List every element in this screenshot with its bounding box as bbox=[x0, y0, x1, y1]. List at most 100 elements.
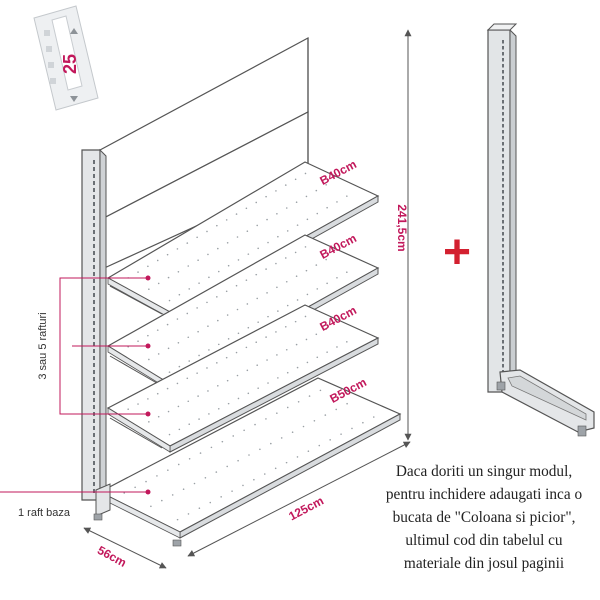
shelf-hole bbox=[167, 347, 170, 350]
shelf-hole bbox=[276, 354, 278, 356]
shelf-hole bbox=[197, 259, 199, 262]
shelf-hole bbox=[307, 450, 310, 453]
column-slot bbox=[502, 100, 504, 104]
upright-slot bbox=[93, 321, 95, 325]
base-shelf-label: 1 raft baza bbox=[18, 507, 71, 519]
shelf-hole bbox=[372, 416, 375, 418]
column-slot bbox=[502, 76, 504, 80]
shelf-hole bbox=[178, 293, 181, 296]
shelf-hole bbox=[304, 246, 307, 248]
shelf-hole bbox=[177, 405, 180, 408]
shelf-hole bbox=[340, 433, 342, 435]
shelf-hole bbox=[286, 406, 289, 409]
shelf-hole bbox=[255, 341, 258, 344]
shelf-hole bbox=[246, 230, 249, 232]
shelf-hole bbox=[266, 292, 268, 294]
shelf-hole bbox=[177, 342, 180, 344]
column-slot bbox=[502, 298, 504, 302]
column-slot bbox=[502, 58, 504, 62]
shelf-hole bbox=[326, 206, 328, 209]
shelf-hole bbox=[296, 224, 299, 226]
column-slot bbox=[502, 316, 504, 320]
shelf-hole bbox=[246, 303, 249, 305]
upright-slot bbox=[93, 181, 95, 185]
shelf-leader-lines bbox=[0, 277, 148, 493]
shelf-hole bbox=[225, 290, 228, 293]
upright-column bbox=[81, 148, 107, 507]
shelf-hole bbox=[285, 348, 288, 351]
shelf-hole bbox=[187, 265, 190, 267]
shelf-hole bbox=[186, 242, 189, 244]
shelf-hole bbox=[197, 395, 199, 397]
column-slot bbox=[502, 88, 504, 92]
shelf-hole bbox=[306, 361, 309, 364]
note-line: materiale din josul paginii bbox=[403, 555, 565, 572]
shelf-hole bbox=[145, 480, 147, 483]
shelf-hole bbox=[188, 457, 191, 460]
shelf-hole bbox=[247, 253, 250, 255]
upright-slot bbox=[93, 363, 95, 367]
upright-slot bbox=[93, 440, 95, 444]
shelf-hole bbox=[315, 189, 318, 192]
shelf-hole bbox=[315, 264, 318, 266]
column-slot bbox=[502, 46, 504, 50]
shelf-hole bbox=[336, 346, 338, 348]
width-label: 125cm bbox=[286, 494, 326, 524]
shelf-hole bbox=[217, 343, 220, 346]
shelf-hole bbox=[296, 299, 299, 301]
note-line: Daca doriti un singur modul, bbox=[395, 463, 573, 480]
shelf-hole bbox=[225, 219, 228, 221]
column-slot bbox=[502, 190, 504, 194]
shelf-hole bbox=[231, 490, 233, 492]
shelf-hole bbox=[148, 358, 150, 361]
shelf-hole bbox=[291, 431, 294, 434]
shelf-hole bbox=[267, 241, 269, 244]
column-slot bbox=[502, 334, 504, 338]
shelf-hole bbox=[245, 207, 248, 210]
shelf-hole bbox=[324, 414, 327, 416]
shelf-hole bbox=[166, 323, 169, 326]
shelf-hole bbox=[204, 477, 207, 479]
shelf-hole bbox=[226, 379, 229, 382]
shelf-count-label: 3 sau 5 rafturi bbox=[37, 312, 49, 379]
shelf-hole bbox=[148, 288, 150, 291]
depth-dimension: 56cm bbox=[83, 527, 167, 570]
shelf-hole bbox=[276, 286, 278, 289]
shelf-hole bbox=[217, 385, 219, 387]
column-slot bbox=[502, 274, 504, 278]
shelf-hole bbox=[294, 178, 297, 181]
shelf-hole bbox=[294, 320, 297, 323]
shelf-hole bbox=[336, 201, 338, 203]
column-slots bbox=[502, 40, 504, 386]
upright-slot bbox=[93, 377, 95, 381]
shelf-hole bbox=[186, 312, 189, 315]
shelf-hole bbox=[168, 433, 171, 436]
column-slot bbox=[502, 346, 504, 350]
shelf-hole bbox=[295, 343, 298, 346]
column-and-foot bbox=[486, 23, 595, 437]
column-slot bbox=[502, 268, 504, 272]
upright-slot bbox=[93, 405, 95, 409]
shelf-hole bbox=[236, 308, 239, 311]
shelf-hole bbox=[275, 262, 277, 265]
note-line: ultimul cod din tabelul cu bbox=[405, 532, 563, 549]
shelf-hole bbox=[208, 276, 210, 279]
column-slot bbox=[502, 178, 504, 182]
shelf-hole bbox=[227, 402, 230, 405]
shelf-hole bbox=[257, 247, 259, 250]
shelf-hole bbox=[187, 400, 190, 403]
shelf-hole bbox=[157, 415, 160, 418]
shelf-hole bbox=[220, 496, 222, 498]
shelf-hole bbox=[243, 429, 245, 432]
shelf-hole bbox=[284, 325, 287, 328]
shelf-hole bbox=[156, 259, 159, 262]
shelf-hole bbox=[237, 259, 240, 261]
shelf-hole bbox=[156, 329, 159, 331]
shelf-hole bbox=[168, 371, 171, 373]
shelf-hole bbox=[308, 395, 311, 397]
shelf-hole bbox=[207, 390, 209, 392]
upright-slot bbox=[93, 433, 95, 437]
shelf-hole bbox=[295, 201, 298, 203]
upright-slot bbox=[93, 279, 95, 283]
column-slot bbox=[502, 286, 504, 290]
